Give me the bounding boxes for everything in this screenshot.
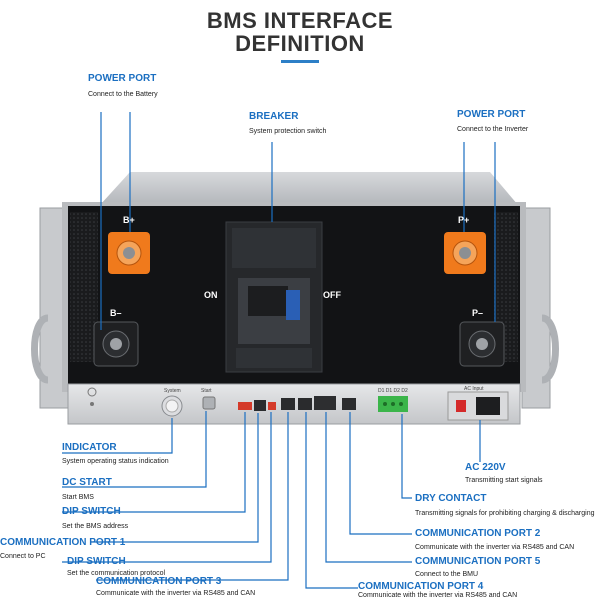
comm-port-3-title: COMMUNICATION PORT 3 [96,576,222,587]
power-port-inverter-desc: Connect to the Inverter [457,126,529,133]
power-port-battery-title: POWER PORT [88,73,157,84]
comm-port-2-title: COMMUNICATION PORT 2 [415,528,541,539]
start-label: Start [201,388,212,394]
breaker-desc: System protection switch [249,128,327,135]
ac-220v-title: AC 220V [465,462,506,473]
power-port-battery-desc: Connect to the Battery [88,91,158,98]
dip-switch-2-title: DIP SWITCH [67,556,126,567]
p-plus-label: P+ [458,215,470,225]
comm-port-3-desc: Communicate with the inverter via RS485 … [96,590,256,597]
power-port-inverter-title: POWER PORT [457,109,526,120]
right-bracket [521,207,551,409]
terminal-p-minus [459,321,505,367]
terminal-p-plus [444,232,486,274]
ac-inlet [476,397,500,415]
dc-start-title: DC START [62,477,112,488]
left-handle [31,314,50,384]
dip-switch-2 [268,402,276,410]
b-plus-label: B+ [123,215,135,225]
dry-contact-pin-labels: D1 D1 D2 D2 [378,388,408,394]
system-label: System [164,388,181,394]
dry-contact-desc: Transmitting signals for prohibiting cha… [415,510,595,517]
comm-port-5-title: COMMUNICATION PORT 5 [415,556,541,567]
chassis-top [100,172,518,205]
dip-switch-2-desc: Set the communication protocol [67,570,166,577]
dip-switch-1 [238,402,252,410]
on-label: ON [204,290,218,300]
indicator-title: INDICATOR [62,442,117,453]
comm-port-1 [254,400,266,411]
ac-220v-desc: Transmitting start signals [465,477,543,484]
dip-switch-1-title: DIP SWITCH [62,506,121,517]
comm-port-5-desc: Connect to the BMU [415,571,479,578]
comm-port-4 [298,398,312,410]
ac-red-switch [456,400,466,412]
comm-port-4-title: COMMUNICATION PORT 4 [358,581,484,592]
comm-port-1-desc: Connect to PC [0,553,46,560]
page-title-line2: DEFINITION [235,31,365,56]
page-title: BMS INTERFACE [206,8,394,33]
comm-port-5 [314,396,336,410]
comm-port-3 [281,398,295,410]
terminal-b-plus [108,232,150,274]
dc-start-desc: Start BMS [62,494,94,501]
comm-port-2 [342,398,356,410]
dc-start-button [202,396,216,410]
p-minus-label: P– [472,308,484,318]
ac-input-label: AC Input [464,386,484,392]
dry-contact-title: DRY CONTACT [415,493,487,504]
comm-port-2-desc: Communicate with the inverter via RS485 … [415,544,575,551]
dip-switch-1-desc: Set the BMS address [62,523,129,530]
breaker-title: BREAKER [249,111,299,122]
comm-port-1-title: COMMUNICATION PORT 1 [0,537,126,548]
indicator-desc: System operating status indication [62,458,169,465]
title-underline [281,60,319,63]
b-minus-label: B– [110,308,122,318]
comm-port-4-desc: Communicate with the inverter via RS485 … [358,592,518,599]
right-handle [540,314,559,384]
off-label: OFF [323,290,341,300]
terminal-b-minus [93,321,139,367]
